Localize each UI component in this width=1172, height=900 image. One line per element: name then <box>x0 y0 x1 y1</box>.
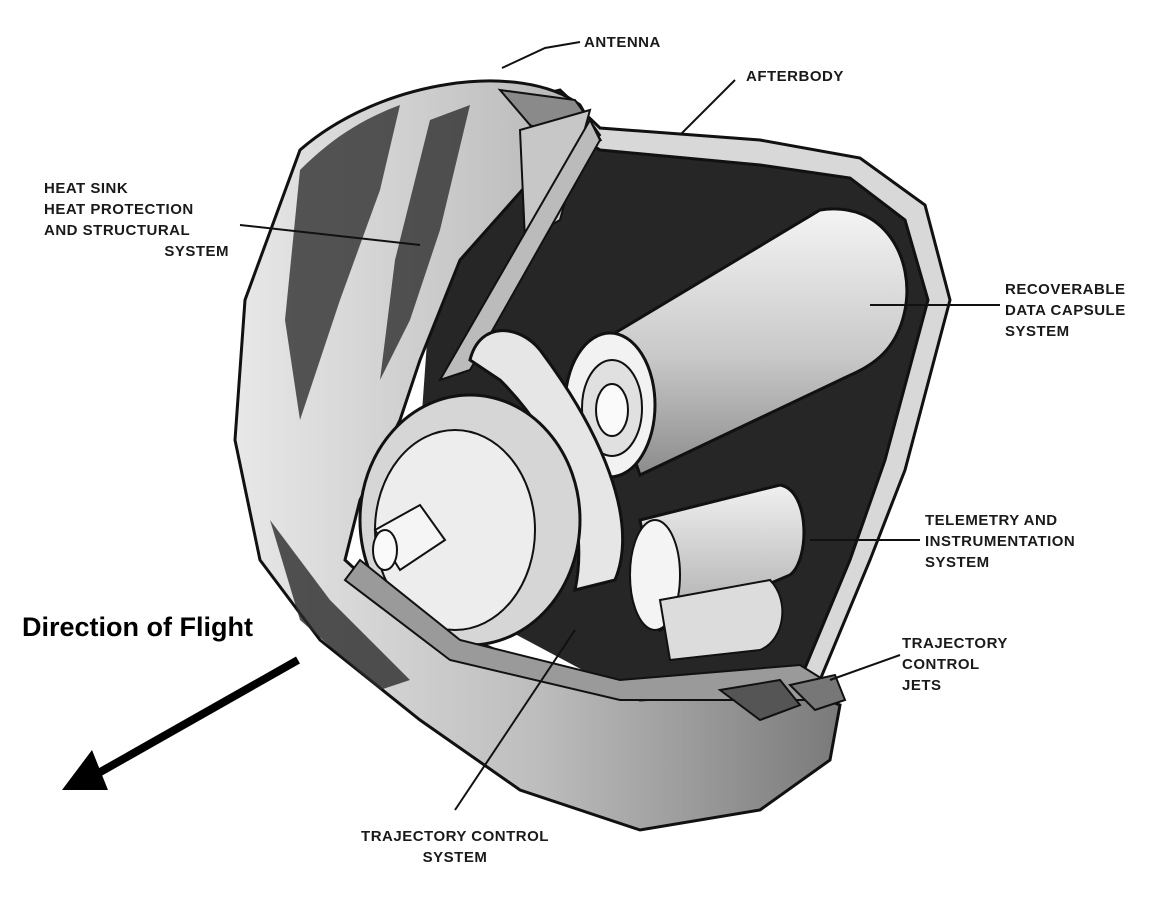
direction-of-flight-label: Direction of Flight <box>22 612 253 642</box>
label-heat-sink-line-3: AND STRUCTURAL <box>44 222 191 239</box>
flight-arrow-head <box>62 750 108 790</box>
leader-antenna <box>501 41 581 69</box>
label-afterbody: AFTERBODY <box>746 66 844 87</box>
label-data-capsule-line-1: RECOVERABLE <box>1005 281 1126 298</box>
label-telemetry-line-1: TELEMETRY AND <box>925 512 1058 529</box>
control-jets <box>717 678 802 722</box>
shell-shading <box>285 105 400 420</box>
label-jets-line-3: JETS <box>902 677 942 694</box>
label-jets: TRAJECTORY CONTROL JETS <box>902 633 1008 696</box>
label-telemetry-line-2: INSTRUMENTATION <box>925 533 1076 550</box>
label-data-capsule-line-2: DATA CAPSULE <box>1005 302 1126 319</box>
telemetry-cylinder-1 <box>638 483 806 633</box>
frame-strut <box>437 117 602 382</box>
label-antenna: ANTENNA <box>584 32 661 53</box>
label-afterbody-text: AFTERBODY <box>746 68 844 85</box>
label-trajectory-system-line-2: SYSTEM <box>422 849 488 866</box>
flight-arrow-shaft <box>93 656 300 779</box>
label-trajectory-system: TRAJECTORY CONTROL SYSTEM <box>340 826 570 868</box>
label-heat-sink-line-4: SYSTEM <box>164 243 229 260</box>
leader-heat-sink <box>239 224 421 246</box>
leader-afterbody <box>679 79 736 136</box>
shell-shading-2 <box>380 105 470 380</box>
label-jets-line-1: TRAJECTORY <box>902 635 1008 652</box>
data-capsule-cone <box>593 207 909 478</box>
label-data-capsule: RECOVERABLE DATA CAPSULE SYSTEM <box>1005 279 1126 342</box>
label-trajectory-system-line-1: TRAJECTORY CONTROL <box>361 828 549 845</box>
label-telemetry: TELEMETRY AND INSTRUMENTATION SYSTEM <box>925 510 1075 573</box>
label-heat-sink-line-1: HEAT SINK <box>44 180 129 197</box>
antenna-fin <box>518 108 592 242</box>
label-heat-sink: HEAT SINK HEAT PROTECTION AND STRUCTURAL… <box>44 178 229 262</box>
leader-trajectory-system <box>454 629 576 811</box>
telemetry-cylinder-2 <box>658 578 784 662</box>
control-jets-2 <box>788 673 847 712</box>
data-capsule-hub <box>595 383 629 437</box>
nozzle-end <box>372 529 398 571</box>
label-heat-sink-line-2: HEAT PROTECTION <box>44 201 194 218</box>
leader-jets <box>829 654 901 681</box>
label-telemetry-line-3: SYSTEM <box>925 554 990 571</box>
label-jets-line-2: CONTROL <box>902 656 980 673</box>
shell-shading-3 <box>270 520 410 690</box>
label-data-capsule-line-3: SYSTEM <box>1005 323 1070 340</box>
label-antenna-text: ANTENNA <box>584 34 661 51</box>
